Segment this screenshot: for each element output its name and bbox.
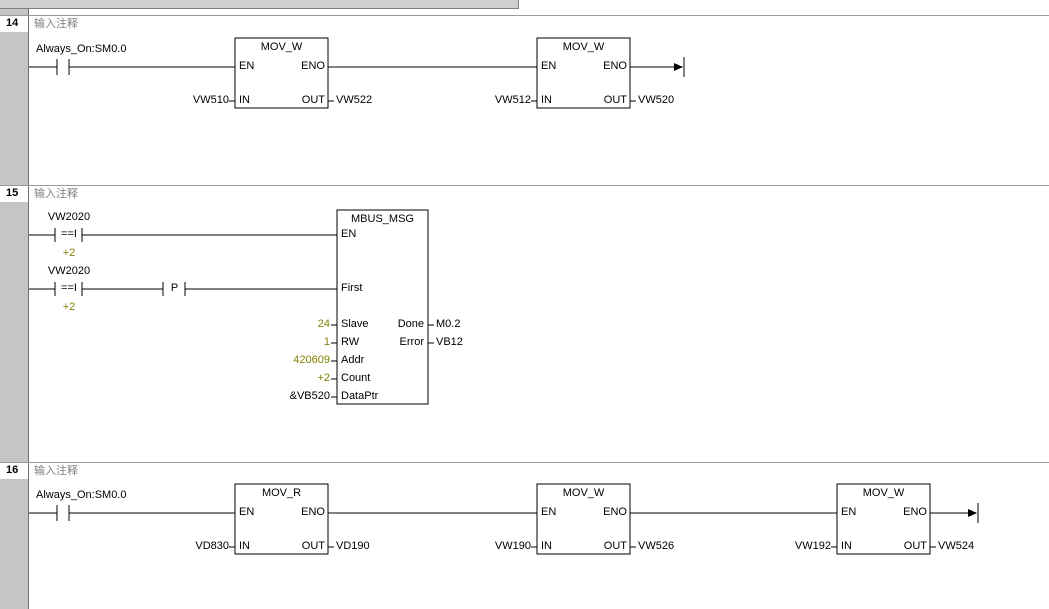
pin-label-out: OUT [603,94,627,106]
compare-operand1[interactable]: VW2020 [47,265,91,277]
operand-in[interactable]: VW192 [794,540,831,552]
network-comment[interactable]: 输入注释 [34,465,78,477]
positive-edge-label: P [170,282,179,294]
pin-label-in: IN [239,540,250,552]
network-comment[interactable]: 输入注释 [34,188,78,200]
pin-label-en: EN [239,506,255,518]
compare-operand2[interactable]: +2 [62,301,76,313]
operand-out[interactable]: VW524 [938,540,975,552]
pin-label-in: IN [541,94,552,106]
net15-compare1-symbol[interactable] [54,228,83,242]
pin-label-en: EN [341,228,357,240]
pin-label-en: EN [841,506,857,518]
network-separator [0,15,1049,16]
operand-out[interactable]: VW522 [336,94,373,106]
pin-label-out: OUT [301,94,325,106]
compare-operand1[interactable]: VW2020 [47,211,91,223]
operand-done[interactable]: M0.2 [436,318,461,330]
network-number: 16 [6,464,19,476]
pin-label-eno: ENO [603,506,627,518]
pin-label-eno: ENO [603,60,627,72]
net14-movw1-box[interactable] [234,37,329,109]
pin-label-en: EN [541,60,557,72]
operand-slave[interactable]: 24 [317,318,330,330]
network-number: 15 [6,187,19,199]
instruction-title: MOV_R [261,487,302,499]
network-number: 14 [6,17,19,29]
operand-in[interactable]: VD830 [195,540,229,552]
contact-operand[interactable]: Always_On:SM0.0 [36,43,127,55]
pin-label-first: First [341,282,363,294]
operand-in[interactable]: VW190 [494,540,531,552]
pin-label-slave: Slave [341,318,369,330]
net15-mbus-msg-box[interactable] [336,209,429,405]
net15-positive-edge-symbol[interactable] [162,282,186,296]
pin-label-out: OUT [603,540,627,552]
pin-label-out: OUT [301,540,325,552]
pin-label-rw: RW [341,336,360,348]
net14-no-contact-symbol[interactable] [56,59,70,75]
net14-open-end-arrow [674,57,685,77]
instruction-title: MOV_W [562,41,605,53]
operand-in[interactable]: VW510 [192,94,229,106]
net16-open-end-arrow [968,503,979,523]
network-separator [0,185,1049,186]
pin-label-eno: ENO [903,506,927,518]
net16-movr-box[interactable] [234,483,329,555]
compare-op: ==I [61,228,77,240]
operand-dataptr[interactable]: &VB520 [289,390,330,402]
pin-label-eno: ENO [301,506,325,518]
pin-label-in: IN [239,94,250,106]
pin-label-eno: ENO [301,60,325,72]
operand-in[interactable]: VW512 [494,94,531,106]
pin-label-dataptr: DataPtr [341,390,379,402]
network-14-header[interactable] [0,16,1049,32]
instruction-title: MOV_W [562,487,605,499]
operand-rw[interactable]: 1 [323,336,330,348]
instruction-title: MOV_W [260,41,303,53]
compare-op: ==I [61,282,77,294]
net16-movw2-box[interactable] [836,483,931,555]
net16-movw1-box[interactable] [536,483,631,555]
pin-label-in: IN [841,540,852,552]
operand-out[interactable]: VW520 [638,94,675,106]
network-separator [0,462,1049,463]
operand-out[interactable]: VD190 [336,540,370,552]
network-gutter [0,0,28,609]
compare-operand2[interactable]: +2 [62,247,76,259]
pin-label-in: IN [541,540,552,552]
instruction-title: MBUS_MSG [351,213,414,225]
operand-out[interactable]: VW526 [638,540,675,552]
net16-no-contact-symbol[interactable] [56,505,70,521]
pin-label-count: Count [341,372,371,384]
pin-label-done: Done [397,318,424,330]
network-15-header[interactable] [0,186,1049,202]
pin-label-error: Error [399,336,424,348]
pin-label-en: EN [239,60,255,72]
net15-wires [29,234,337,290]
pin-label-en: EN [541,506,557,518]
net15-pin-ticks [331,324,434,398]
pin-label-addr: Addr [341,354,365,366]
instruction-title: MOV_W [862,487,905,499]
net14-movw2-box[interactable] [536,37,631,109]
operand-error[interactable]: VB12 [436,336,463,348]
contact-operand[interactable]: Always_On:SM0.0 [36,489,127,501]
pin-label-out: OUT [903,540,927,552]
network-comment[interactable]: 输入注释 [34,18,78,30]
network-16-header[interactable] [0,463,1049,479]
net15-compare2-symbol[interactable] [54,282,83,296]
top-splitter-bar[interactable] [0,0,519,9]
operand-addr[interactable]: 420609 [293,354,330,366]
gutter-border [28,0,29,609]
operand-count[interactable]: +2 [317,372,330,384]
